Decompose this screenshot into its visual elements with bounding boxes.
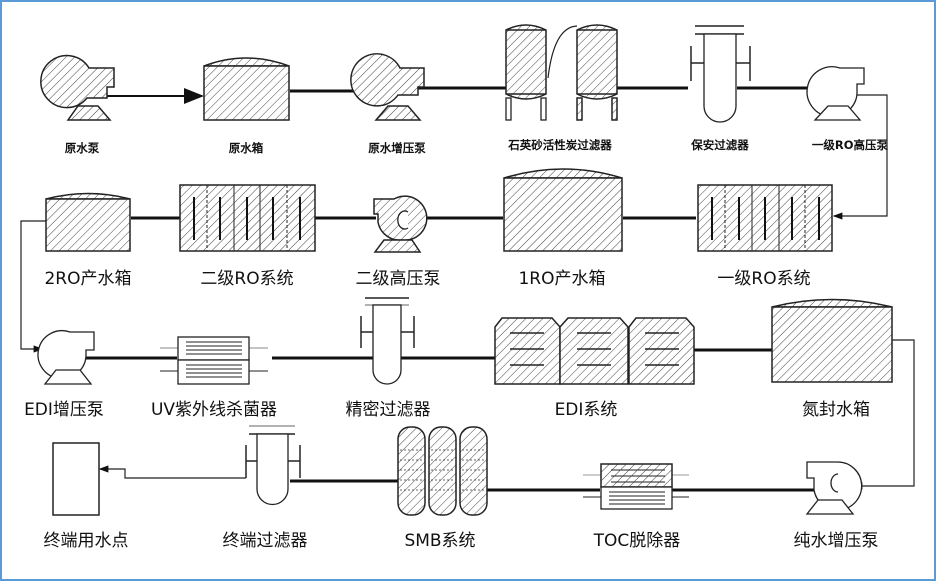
uv-sterilizer-icon [160,336,268,385]
smb-system[interactable]: SMB系统 [397,426,488,551]
label-sand-carbon-filter: 石英砂活性炭过滤器 [507,138,612,152]
tank-icon [45,192,131,252]
tank-icon [503,168,623,252]
ro2-product-tank[interactable]: 2RO产水箱 [44,192,132,290]
pump-icon [373,195,428,253]
pipe-terminal-filter-to-poi [98,465,246,479]
raw-water-tank[interactable]: 原水箱 [203,57,290,155]
point-of-use-icon [52,442,100,516]
label-ro2-system: 二级RO系统 [200,269,293,289]
label-edi-system: EDI系统 [555,400,618,420]
pump-icon [350,53,425,121]
tank-icon [203,57,290,121]
toc-remover-icon [583,463,689,510]
pipe-n2-tank-to-pure-pump [852,339,915,490]
raw-water-pump[interactable]: 原水泵 [40,54,115,155]
pump-icon [805,461,863,515]
edi-system[interactable]: EDI系统 [494,317,695,420]
cartridge-filter-icon [245,425,301,506]
pipes [20,86,915,492]
label-ro1-system: 一级RO系统 [717,269,810,289]
label-ro1-product-tank: 1RO产水箱 [518,269,605,289]
label-point-of-use: 终端用水点 [44,531,129,551]
sand-carbon-filter[interactable]: 石英砂活性炭过滤器 [505,24,618,152]
ro1-high-pressure-pump[interactable]: 一级RO高压泵 [806,66,889,152]
label-nitrogen-seal-tank: 氮封水箱 [802,400,870,420]
cartridge-filter-icon [690,25,751,123]
label-raw-water-tank: 原水箱 [229,141,264,155]
pure-water-booster-pump[interactable]: 纯水增压泵 [794,461,879,551]
label-terminal-filter: 终端过滤器 [223,531,308,551]
label-smb-system: SMB系统 [404,531,475,551]
label-raw-water-pump: 原水泵 [65,141,100,155]
cartridge-filter-icon [360,297,415,385]
ro1-product-tank[interactable]: 1RO产水箱 [503,168,623,289]
label-ro2-product-tank: 2RO产水箱 [44,269,131,289]
label-uv-sterilizer: UV紫外线杀菌器 [151,400,277,420]
security-filter[interactable]: 保安过滤器 [690,25,751,152]
ro2-system[interactable]: 二级RO系统 [179,184,316,289]
ro1-system[interactable]: 一级RO系统 [697,184,833,289]
smb-column-icon [397,426,488,516]
ro2-high-pressure-pump[interactable]: 二级高压泵 [356,195,441,289]
ro-membrane-icon [697,184,833,252]
label-ro2-high-pressure-pump: 二级高压泵 [356,269,441,289]
point-of-use[interactable]: 终端用水点 [44,442,129,551]
pump-icon [806,66,865,121]
pump-icon [37,329,95,385]
pump-icon [40,54,115,121]
label-precision-filter: 精密过滤器 [346,400,431,420]
label-edi-booster-pump: EDI增压泵 [24,400,104,420]
nitrogen-seal-tank[interactable]: 氮封水箱 [771,298,893,421]
toc-remover[interactable]: TOC脱除器 [583,463,689,551]
pipe-ro1-pump-to-ro1-system [832,94,888,220]
raw-water-booster-pump[interactable]: 原水增压泵 [350,53,426,155]
ro-membrane-icon [179,184,316,252]
filter-vessel-icon [505,24,618,121]
edi-module-icon [494,317,695,385]
label-toc-remover: TOC脱除器 [593,531,681,551]
pipe-ro2-tank-to-edi-pump [20,220,46,353]
terminal-filter[interactable]: 终端过滤器 [223,425,308,551]
tank-icon [771,298,893,383]
precision-filter[interactable]: 精密过滤器 [346,297,431,420]
edi-booster-pump[interactable]: EDI增压泵 [24,329,104,420]
label-pure-water-booster-pump: 纯水增压泵 [794,531,879,551]
label-raw-water-booster-pump: 原水增压泵 [368,141,426,155]
label-security-filter: 保安过滤器 [690,138,749,152]
uv-sterilizer[interactable]: UV紫外线杀菌器 [151,336,277,420]
label-ro1-high-pressure-pump: 一级RO高压泵 [812,138,889,152]
